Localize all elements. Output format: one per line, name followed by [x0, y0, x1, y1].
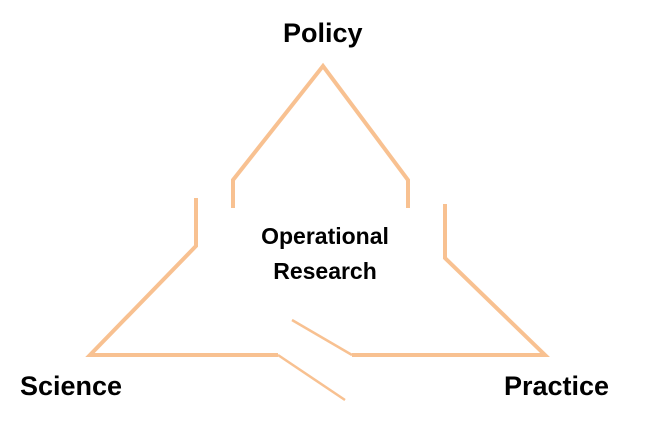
- center-label: Operational Research: [240, 219, 410, 289]
- practice-break-line: [291, 318, 353, 357]
- policy-arm: [231, 62, 410, 208]
- science-arm: [85, 198, 278, 357]
- science-break-line: [277, 353, 346, 402]
- center-label-line2: Research: [273, 258, 377, 284]
- practice-label: Practice: [504, 371, 610, 401]
- practice-arm: [352, 204, 550, 357]
- policy-label: Policy: [283, 18, 363, 48]
- science-label: Science: [20, 371, 123, 401]
- center-label-line1: Operational: [261, 223, 389, 249]
